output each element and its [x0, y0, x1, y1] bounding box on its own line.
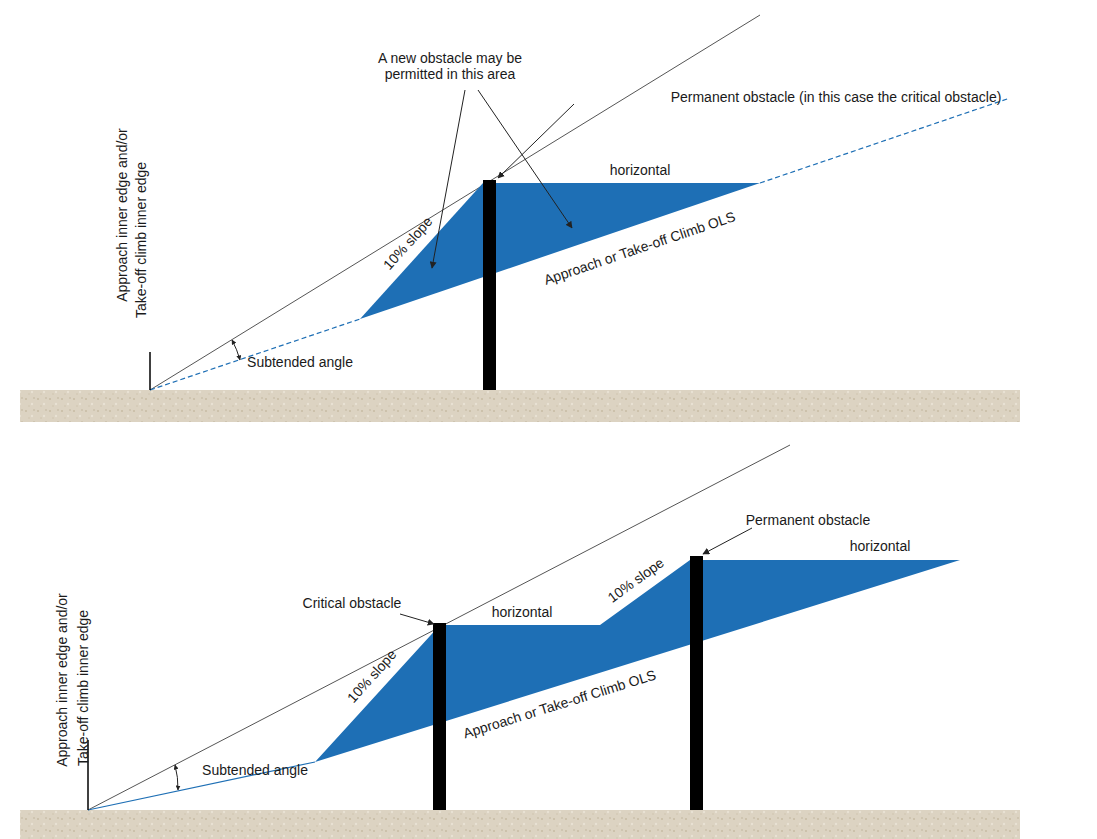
- angle-label: Subtended angle: [202, 762, 308, 778]
- inner-edge-label: Approach inner edge and/or: [114, 128, 130, 302]
- inner-edge-label: Take-off climb inner edge: [75, 610, 91, 766]
- obstacle-label: Critical obstacle: [303, 595, 402, 611]
- surface-label: horizontal: [850, 538, 911, 554]
- obstacle-label: Permanent obstacle: [746, 512, 871, 528]
- top-panel: [20, 15, 1020, 422]
- inner-edge-label: Take-off climb inner edge: [133, 162, 149, 318]
- bottom-panel: [20, 445, 1020, 839]
- surface-label: horizontal: [492, 604, 553, 620]
- inner-edge-label: Approach inner edge and/or: [54, 593, 70, 767]
- obstacle-label: Permanent obstacle (in this case the cri…: [671, 89, 1002, 105]
- surface-label: horizontal: [610, 162, 671, 178]
- callout-note: A new obstacle may be permitted in this …: [368, 50, 533, 82]
- angle-label: Subtended angle: [247, 354, 353, 370]
